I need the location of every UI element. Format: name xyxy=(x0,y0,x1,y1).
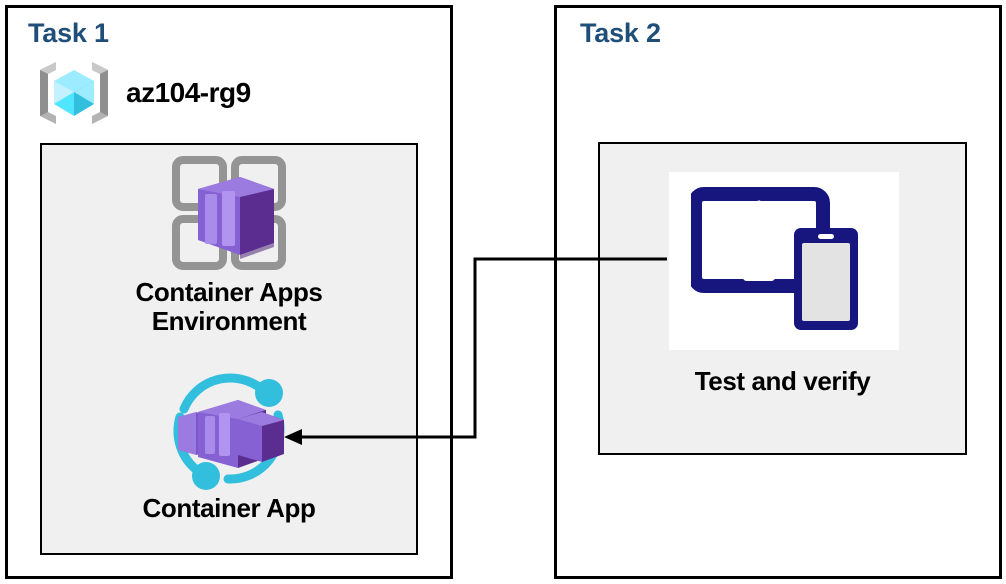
container-apps-environment-item: Container Apps Environment xyxy=(42,151,416,336)
task-2-title: Task 2 xyxy=(580,18,661,48)
resource-group-name: az104-rg9 xyxy=(126,77,251,108)
task-1-title: Task 1 xyxy=(28,18,109,48)
devices-test-icon xyxy=(691,187,858,330)
container-apps-environment-label: Container Apps Environment xyxy=(135,277,323,337)
resource-group-row: az104-rg9 xyxy=(36,57,251,129)
container-app-label: Container App xyxy=(142,493,316,523)
container-app-icon xyxy=(173,373,285,490)
container-apps-environment-icon xyxy=(172,156,286,270)
test-and-verify-label: Test and verify xyxy=(694,366,871,396)
task-2-resource-container: Test and verify xyxy=(598,142,967,455)
azure-resource-group-icon xyxy=(40,62,108,124)
container-app-item: Container App xyxy=(42,367,416,523)
task-1-resource-container: Container Apps Environment xyxy=(40,143,418,555)
test-and-verify-card xyxy=(669,172,899,350)
